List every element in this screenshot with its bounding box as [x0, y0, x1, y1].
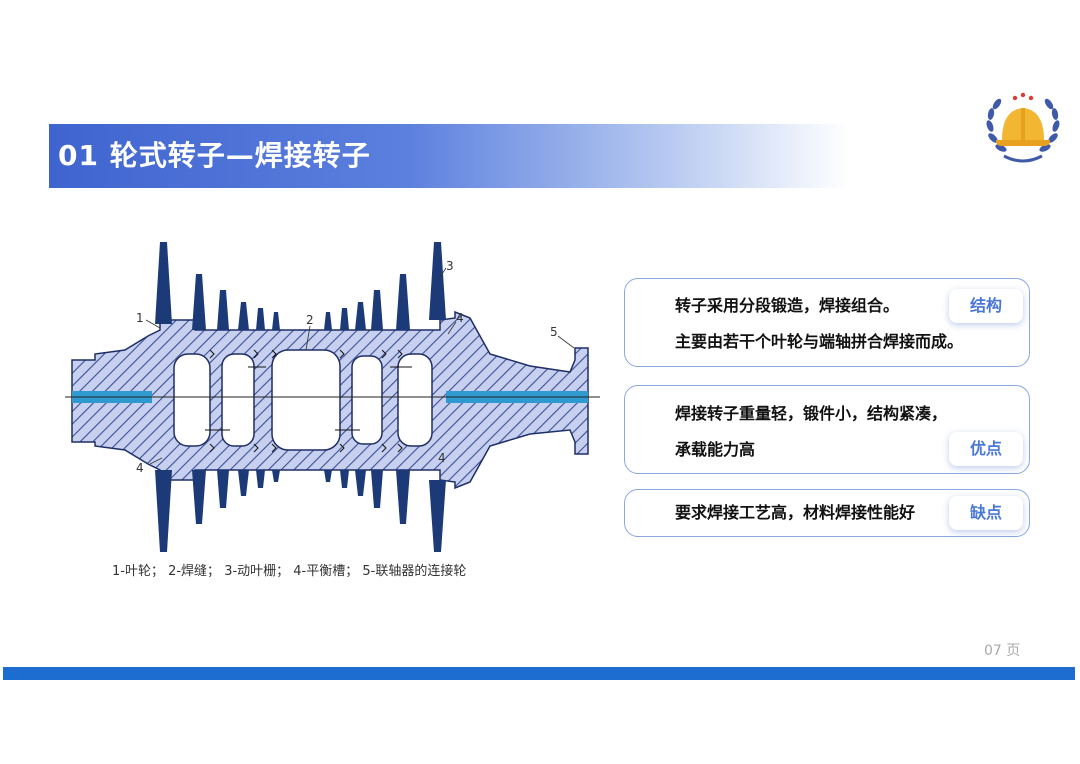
diagram-caption: 1-叶轮； 2-焊缝； 3-动叶栅； 4-平衡槽； 5-联轴器的连接轮	[112, 564, 467, 579]
tag-structure: 结构	[949, 289, 1023, 323]
callout-4-left: 4	[136, 461, 144, 475]
card-line: 要求焊接工艺高，材料焊接性能好	[675, 503, 916, 522]
callout-5: 5	[550, 325, 558, 339]
card-line: 承载能力高	[675, 440, 756, 459]
slide-title: 01 轮式转子—焊接转子	[58, 139, 371, 172]
structure-card: 转子采用分段锻造，焊接组合。 主要由若干个叶轮与端轴拼合焊接而成。 结构	[624, 278, 1030, 367]
callout-4-mid: 4	[438, 451, 446, 465]
title-banner	[49, 124, 849, 188]
rotor-diagram: 1 2 3 4 4 4 5	[65, 242, 600, 552]
tag-disadvantages: 缺点	[949, 496, 1023, 530]
disadvantages-card: 要求焊接工艺高，材料焊接性能好 缺点	[624, 489, 1030, 537]
callout-2: 2	[306, 313, 314, 327]
moving-blades	[155, 242, 446, 552]
callout-4-right: 4	[456, 311, 464, 325]
shaft-bore	[65, 391, 600, 403]
card-line: 转子采用分段锻造，焊接组合。	[675, 296, 900, 315]
weld-marks	[205, 349, 412, 453]
leader-lines	[145, 267, 575, 465]
card-line: 焊接转子重量轻，锻件小，结构紧凑，	[675, 404, 948, 423]
advantages-card: 焊接转子重量轻，锻件小，结构紧凑， 承载能力高 优点	[624, 385, 1030, 474]
bottom-bar	[3, 667, 1075, 680]
callout-3: 3	[446, 259, 454, 273]
disk-cavities	[173, 349, 433, 451]
hardhat-laurel-icon	[986, 92, 1060, 163]
tag-advantages: 优点	[949, 432, 1023, 466]
callout-1: 1	[136, 311, 144, 325]
page-number: 07 页	[984, 643, 1021, 659]
card-line: 主要由若干个叶轮与端轴拼合焊接而成。	[675, 332, 964, 351]
